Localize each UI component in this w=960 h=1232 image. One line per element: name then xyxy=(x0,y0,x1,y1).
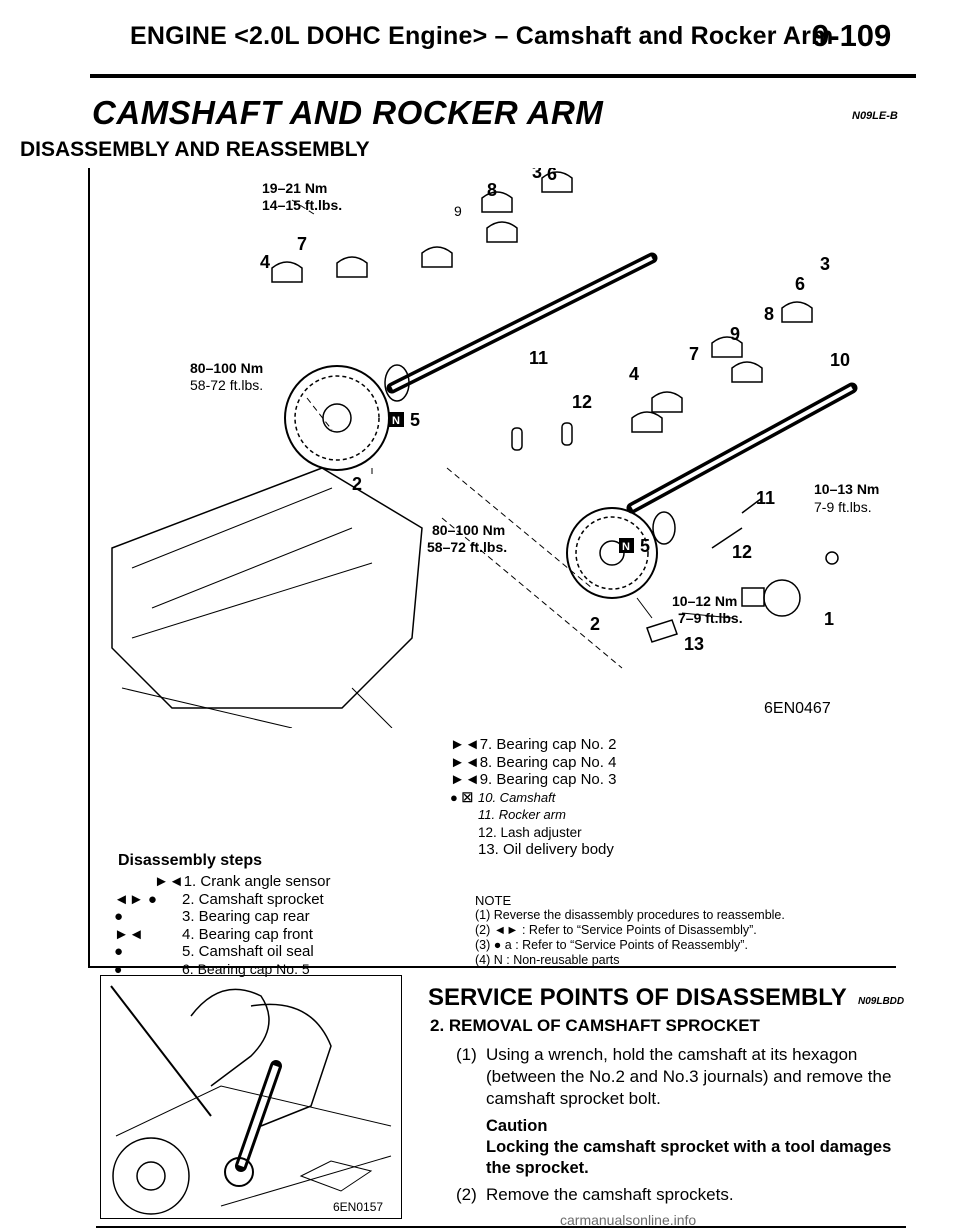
step-item: ►◄1. Crank angle sensor xyxy=(154,873,331,890)
steps-list-left: ►◄1. Crank angle sensor ◄► ●2. Camshaft … xyxy=(114,873,330,978)
exploded-view-figure: 3 6 8 9 7 4 3 6 8 9 7 10 11 4 12 5 2 11 … xyxy=(111,168,879,728)
step-item: 12. Lash adjuster xyxy=(478,824,582,840)
label-11a: 11 xyxy=(529,348,548,368)
oil-seal-upper xyxy=(384,364,410,402)
notes-block: NOTE (1) Reverse the disassembly procedu… xyxy=(475,893,785,968)
label-7b: 7 xyxy=(689,344,699,364)
section-title: CAMSHAFT AND ROCKER ARM xyxy=(92,94,604,131)
torque-4-ft: 7-9 ft.lbs. xyxy=(814,499,872,515)
note-heading: NOTE xyxy=(475,893,512,908)
torque-5-ft: 7–9 ft.lbs. xyxy=(678,610,743,626)
steps-list-right: ►◄7. Bearing cap No. 2 ►◄8. Bearing cap … xyxy=(450,736,616,859)
header-rule xyxy=(90,74,916,78)
page-number: 9-109 xyxy=(812,18,892,53)
service-paragraph-2: (2) Remove the camshaft sprockets. xyxy=(456,1185,734,1204)
note-item: (3) ● a : Refer to “Service Points of Re… xyxy=(475,938,748,952)
torque-2-nm: 80–100 Nm xyxy=(190,360,263,376)
label-9a: 9 xyxy=(454,203,462,219)
label-10: 10 xyxy=(830,350,850,370)
step-item: ►◄8. Bearing cap No. 4 xyxy=(450,753,617,771)
footer-watermark: carmanualsonline.info xyxy=(560,1212,697,1228)
step-item: 11. Rocker arm xyxy=(478,807,566,822)
running-header-title: ENGINE <2.0L DOHC Engine> – Camshaft and… xyxy=(130,22,834,50)
torque-2-ft: 58-72 ft.lbs. xyxy=(190,377,263,393)
step-item: ►◄9. Bearing cap No. 3 xyxy=(450,771,617,788)
label-8b: 8 xyxy=(764,304,774,324)
caution-heading: Caution xyxy=(486,1117,548,1135)
step-item: ●3. Bearing cap rear xyxy=(114,908,310,925)
label-2b: 2 xyxy=(590,614,600,634)
figure-id: 6EN0467 xyxy=(764,700,831,717)
footer-rule xyxy=(96,1226,906,1228)
caution-text: Locking the camshaft sprocket with a too… xyxy=(486,1138,892,1177)
label-4b: 4 xyxy=(629,364,639,384)
camshaft-sprocket-lower xyxy=(566,507,658,599)
service-subtitle: 2. REMOVAL OF CAMSHAFT SPROCKET xyxy=(430,1016,760,1035)
label-13: 13 xyxy=(684,634,704,654)
step-item: ●6. Bearing cap No. 5 xyxy=(114,960,310,977)
section-code: N09LE-B xyxy=(852,110,898,122)
torque-1-nm: 19–21 Nm xyxy=(262,180,327,196)
label-8a: 8 xyxy=(487,180,497,200)
label-5a: 5 xyxy=(410,410,420,430)
torque-3-ft: 58–72 ft.lbs. xyxy=(427,539,507,555)
non-reusable-mark-b: N xyxy=(622,541,630,553)
label-12b: 12 xyxy=(732,542,752,562)
camshaft-sprocket-upper xyxy=(284,365,390,471)
crank-angle-sensor xyxy=(763,579,801,617)
step-item: ►◄4. Bearing cap front xyxy=(114,925,313,943)
note-item: (1) Reverse the disassembly procedures t… xyxy=(475,908,785,922)
frame-bottom-rule xyxy=(88,966,896,968)
label-4a: 4 xyxy=(260,252,270,272)
step-item: ● ☒10. Camshaft xyxy=(450,789,556,805)
torque-5-nm: 10–12 Nm xyxy=(672,593,737,609)
photo-id: 6EN0157 xyxy=(333,1200,383,1214)
label-3b: 3 xyxy=(820,254,830,274)
service-points-title: SERVICE POINTS OF DISASSEMBLY xyxy=(428,984,847,1011)
torque-4-nm: 10–13 Nm xyxy=(814,481,879,497)
disassembly-steps-heading: Disassembly steps xyxy=(118,852,263,869)
label-11b: 11 xyxy=(756,488,775,508)
torque-3-nm: 80–100 Nm xyxy=(432,522,505,538)
label-3a: 3 xyxy=(532,168,542,182)
frame-left-rule xyxy=(88,168,90,968)
label-6a: 6 xyxy=(547,168,557,184)
label-5b: 5 xyxy=(640,536,650,556)
label-12a: 12 xyxy=(572,392,592,412)
cylinder-head-outline xyxy=(111,467,423,709)
label-2a: 2 xyxy=(352,474,362,494)
note-item: (2) ◄► : Refer to “Service Points of Dis… xyxy=(475,923,757,937)
step-item: ●5. Camshaft oil seal xyxy=(114,943,314,960)
oil-seal-lower xyxy=(652,511,676,545)
label-7a: 7 xyxy=(297,234,307,254)
step-item: 13. Oil delivery body xyxy=(478,841,614,858)
non-reusable-mark-a: N xyxy=(392,415,400,427)
label-9b: 9 xyxy=(730,324,740,344)
wrench-illustration: 6EN0157 xyxy=(100,975,402,1219)
caution-block: Caution Locking the camshaft sprocket wi… xyxy=(486,1116,906,1179)
step-item: ►◄7. Bearing cap No. 2 xyxy=(450,736,617,753)
service-points-code: N09LBDD xyxy=(858,996,905,1007)
note-item: (4) N : Non-reusable parts xyxy=(475,953,620,967)
label-1: 1 xyxy=(824,609,834,629)
step-item: ◄► ●2. Camshaft sprocket xyxy=(114,890,324,908)
label-6b: 6 xyxy=(795,274,805,294)
torque-1-ft: 14–15 ft.lbs. xyxy=(262,197,342,213)
subsection-title: DISASSEMBLY AND REASSEMBLY xyxy=(20,138,370,161)
service-paragraph-1: (1) Using a wrench, hold the camshaft at… xyxy=(456,1045,892,1108)
